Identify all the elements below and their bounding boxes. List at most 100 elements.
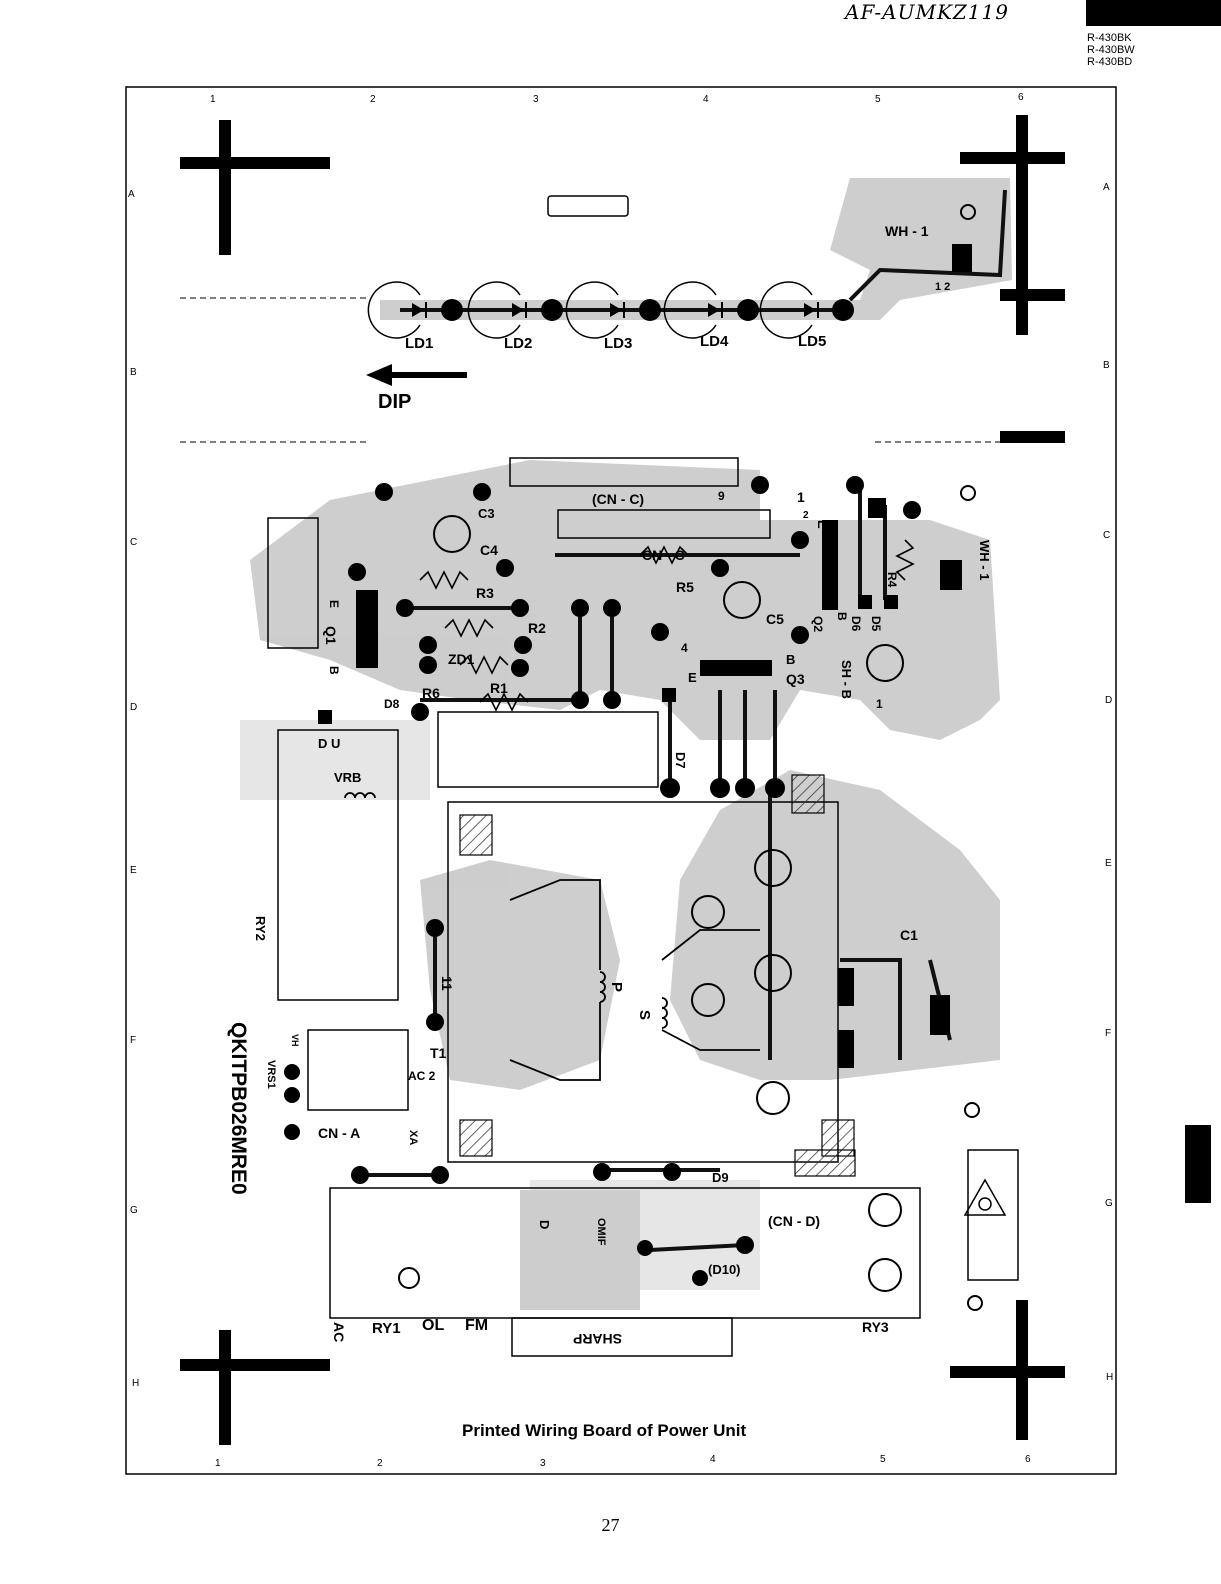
label-r2: R2 <box>528 620 546 636</box>
label-p: P <box>608 982 625 992</box>
svg-text:4: 4 <box>703 94 709 105</box>
grid-row-labels-right: A B C D E F G H <box>1103 182 1113 1383</box>
label-b-mid: B <box>835 612 849 621</box>
copper-areas <box>240 178 1012 1310</box>
model-number: R-430BD <box>1087 56 1133 68</box>
label-zd1: ZD1 <box>448 651 475 667</box>
svg-text:5: 5 <box>875 94 881 105</box>
label-r4: R4 <box>885 572 899 588</box>
label-vrs1: VRS1 <box>265 1060 277 1089</box>
label-r5: R5 <box>676 579 694 595</box>
mounting-holes <box>398 204 983 1311</box>
label-ac2: AC 2 <box>408 1069 436 1083</box>
model-number: R-430BW <box>1087 44 1135 56</box>
svg-text:E: E <box>1105 858 1112 869</box>
label-c5: C5 <box>766 611 784 627</box>
label-d6: D6 <box>849 616 863 632</box>
grid-row-labels-left: A B C D E F G H <box>128 189 139 1389</box>
svg-text:H: H <box>1106 1372 1113 1383</box>
svg-text:6: 6 <box>1025 1454 1031 1465</box>
coil-symbols <box>344 792 760 1081</box>
label-r6: R6 <box>422 685 440 701</box>
label-q3: Q3 <box>786 671 805 687</box>
label-pin-9: 9 <box>718 489 725 503</box>
board-part-number: QKITPB026MRE0 <box>227 1022 250 1195</box>
svg-text:G: G <box>1105 1198 1113 1209</box>
label-ld5: LD5 <box>798 333 826 350</box>
solder-pads <box>284 244 972 1286</box>
svg-text:G: G <box>130 1205 138 1216</box>
label-r1: R1 <box>490 680 508 696</box>
page-number: 27 <box>601 1515 620 1535</box>
label-xa: XA <box>407 1130 419 1145</box>
svg-text:C: C <box>1103 530 1110 541</box>
label-wh1-pins: 1 2 <box>935 281 950 293</box>
component-labels: LD1 LD2 LD3 LD4 LD5 DIP WH - 1 1 2 WH - … <box>227 223 992 1347</box>
svg-text:B: B <box>130 367 137 378</box>
svg-text:2: 2 <box>377 1458 383 1469</box>
board-outline <box>180 297 1000 443</box>
svg-text:D: D <box>1105 695 1112 706</box>
header-black-bar <box>1086 0 1221 26</box>
handwritten-note: AF-AUMKZ119 <box>845 0 1009 24</box>
label-ry2: RY2 <box>253 916 268 941</box>
section-tab-marker <box>1185 1125 1211 1203</box>
label-cn-c-paren: (CN - C) <box>592 491 644 507</box>
label-omif: OMIF <box>595 1218 607 1246</box>
svg-text:2: 2 <box>370 94 376 105</box>
label-t1-num: 11 <box>439 976 455 991</box>
registration-marks <box>180 115 1065 1445</box>
label-t1: T1 <box>430 1045 447 1061</box>
label-ld1: LD1 <box>405 335 433 352</box>
svg-text:D: D <box>130 702 137 713</box>
label-pin-1: 1 <box>797 489 805 505</box>
label-ry1: RY1 <box>372 1320 401 1337</box>
label-d7: D7 <box>673 752 688 769</box>
model-list: R-430BK R-430BW R-430BD <box>1087 32 1135 68</box>
svg-text:6: 6 <box>1018 92 1024 103</box>
label-d-small: D <box>537 1220 552 1229</box>
grid-column-labels-bottom: 1 2 3 4 5 6 <box>215 1454 1031 1469</box>
label-d10: (D10) <box>708 1262 741 1277</box>
resistor-symbols <box>419 539 915 712</box>
silkscreen-brand: SHARP <box>573 1331 622 1347</box>
grid-column-labels-top: 1 2 3 4 5 6 <box>210 92 1024 105</box>
label-q3-e: E <box>688 670 697 685</box>
label-d9: D9 <box>712 1170 729 1185</box>
led-outlines <box>367 281 813 339</box>
svg-text:A: A <box>1103 182 1110 193</box>
label-wh1-top: WH - 1 <box>885 223 929 239</box>
warning-triangle-icon <box>963 1178 1007 1216</box>
label-dip: DIP <box>378 391 411 413</box>
label-q2: Q2 <box>811 616 825 632</box>
label-wh1-side: WH - 1 <box>977 540 992 580</box>
svg-text:A: A <box>128 189 135 200</box>
svg-text:F: F <box>1105 1028 1111 1039</box>
label-s: S <box>636 1010 653 1020</box>
label-fm: FM <box>465 1317 488 1334</box>
label-pin-2: 2 <box>803 510 809 521</box>
label-cn-a: CN - A <box>318 1125 360 1141</box>
label-ol: OL <box>422 1317 444 1334</box>
copper-traces <box>360 189 1007 1252</box>
svg-text:3: 3 <box>540 1458 546 1469</box>
label-cn-c: CN - C <box>642 547 685 563</box>
label-ld2: LD2 <box>504 335 532 352</box>
svg-text:H: H <box>132 1378 139 1389</box>
svg-text:E: E <box>130 865 137 876</box>
svg-text:5: 5 <box>880 1454 886 1465</box>
label-d5: D5 <box>869 616 883 632</box>
label-q3-b: B <box>786 652 795 667</box>
diagram-frame <box>125 86 1117 1475</box>
model-number: R-430BK <box>1087 32 1132 44</box>
led-diode-symbols <box>412 302 819 318</box>
label-ry3: RY3 <box>862 1319 889 1335</box>
svg-text:1: 1 <box>215 1458 221 1469</box>
svg-text:B: B <box>1103 360 1110 371</box>
svg-text:1: 1 <box>210 94 216 105</box>
label-q1: Q1 <box>323 626 339 645</box>
dip-arrow <box>366 364 467 386</box>
label-q1-b: B <box>327 666 341 675</box>
label-c4: C4 <box>480 542 498 558</box>
